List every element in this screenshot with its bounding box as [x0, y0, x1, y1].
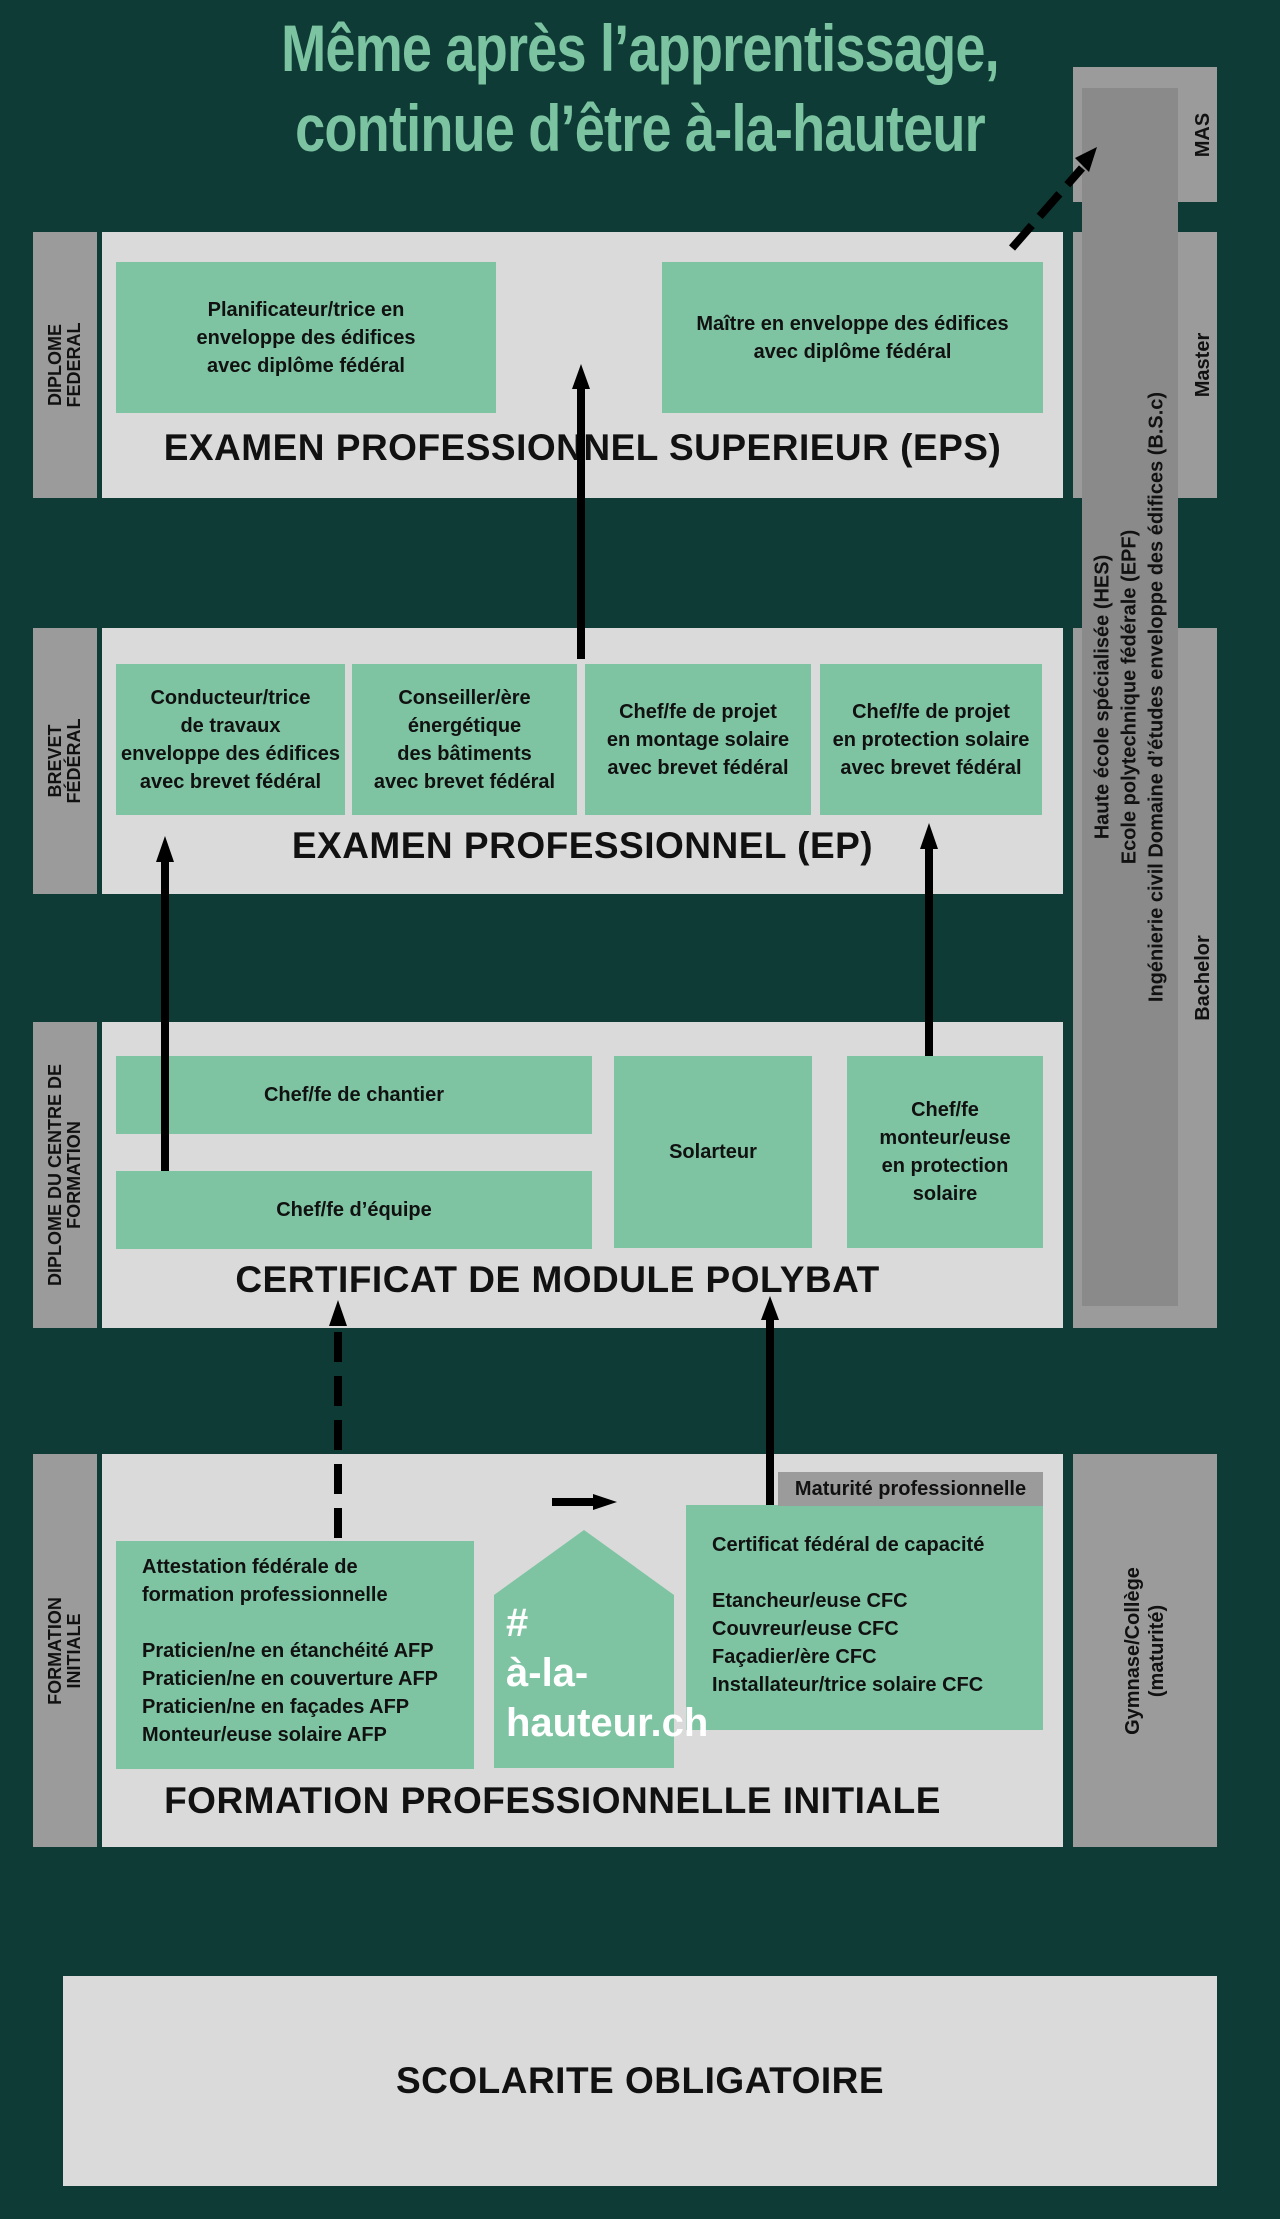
box-cfc: Certificat fédéral de capacité Etancheur…	[686, 1505, 1043, 1730]
box-planificateur: Planificateur/trice en enveloppe des édi…	[116, 262, 496, 413]
heading-polybat: CERTIFICAT DE MODULE POLYBAT	[235, 1259, 880, 1300]
arrow-dashed-mas	[1008, 165, 1086, 251]
box-maitre: Maître en enveloppe des édifices avec di…	[662, 262, 1043, 413]
box-chef-chantier: Chef/fe de chantier	[116, 1056, 592, 1134]
house-shape	[494, 1530, 674, 1768]
box-chef-montage-solaire: Chef/fe de projet en montage solaire ave…	[585, 664, 811, 815]
title-line-1: Même après l’apprentissage,	[281, 11, 1000, 85]
side-label-brevet-federal: BREVET FÉDÉRAL	[33, 628, 97, 894]
title-line-2: continue d’être à-la-hauteur	[295, 91, 986, 165]
box-afp: Attestation fédérale de formation profes…	[116, 1541, 474, 1769]
house-label: # à-la- hauteur.ch	[506, 1601, 709, 1745]
side-label-formation-initiale: FORMATION INITIALE	[33, 1454, 97, 1847]
arrowhead-conducteur	[156, 836, 174, 862]
arrowhead-dashed-mas	[1075, 147, 1097, 172]
box-chef-equipe: Chef/fe d’équipe	[116, 1171, 592, 1249]
box-chef-monteur-protection: Chef/fe monteur/euse en protection solai…	[847, 1056, 1043, 1248]
arrowhead-eps	[572, 364, 590, 389]
arrow-heads	[156, 147, 1097, 1510]
arrowhead-small-right	[593, 1494, 617, 1510]
arrows-solid	[161, 165, 1086, 1538]
scolarite-block: SCOLARITE OBLIGATOIRE	[63, 1976, 1217, 2186]
page-title: Même après l’apprentissage, continue d’ê…	[238, 8, 1042, 168]
side-label-diplome-federal: DIPLOME FEDERAL	[33, 232, 97, 498]
box-chef-protection-solaire: Chef/fe de projet en protection solaire …	[820, 664, 1042, 815]
arrowhead-chefprojet	[920, 823, 938, 849]
box-solarteur: Solarteur	[614, 1056, 812, 1248]
gymnase-block: Gymnase/Collège (maturité)	[1073, 1454, 1217, 1847]
heading-formation-initiale: FORMATION PROFESSIONNELLE INITIALE	[164, 1780, 941, 1821]
box-conducteur: Conducteur/trice de travaux enveloppe de…	[116, 664, 345, 815]
side-label-centre-formation: DIPLOME DU CENTRE DE FORMATION	[33, 1022, 97, 1328]
box-conseiller: Conseiller/ère énergétique des bâtiments…	[352, 664, 577, 815]
maturite-badge: Maturité professionnelle	[778, 1472, 1043, 1506]
heading-ep: EXAMEN PROFESSIONNEL (EP)	[291, 825, 874, 866]
scolarite-label: SCOLARITE OBLIGATOIRE	[395, 2060, 885, 2101]
arrowhead-polybat	[761, 1296, 779, 1320]
arrowhead-dashed-afp	[329, 1300, 347, 1326]
hes-bar: Haute école spécialisée (HES) Ecole poly…	[1082, 88, 1178, 1306]
